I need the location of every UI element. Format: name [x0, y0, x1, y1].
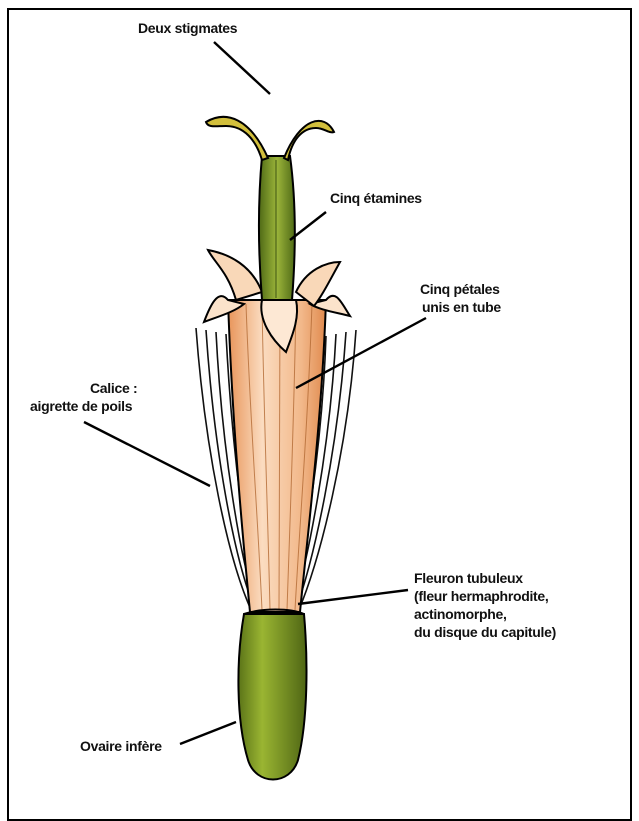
label-calyx-1: Calice : [90, 380, 137, 397]
label-floret-4: du disque du capitule) [414, 624, 556, 641]
label-stamens: Cinq étamines [330, 190, 422, 207]
stamen-column [259, 156, 295, 300]
label-petals-1: Cinq pétales [420, 281, 500, 298]
label-floret-1: Fleuron tubuleux [414, 570, 523, 587]
corolla-tube [228, 300, 326, 612]
label-petals-2: unis en tube [422, 299, 501, 316]
label-ovary: Ovaire infère [80, 738, 162, 755]
label-calyx-2: aigrette de poils [30, 398, 132, 415]
label-floret-3: actinomorphe, [414, 606, 507, 623]
stigmas [206, 117, 334, 160]
ovary [238, 610, 306, 780]
label-floret-2: (fleur hermaphrodite, [414, 588, 549, 605]
label-stigmas: Deux stigmates [138, 20, 237, 37]
